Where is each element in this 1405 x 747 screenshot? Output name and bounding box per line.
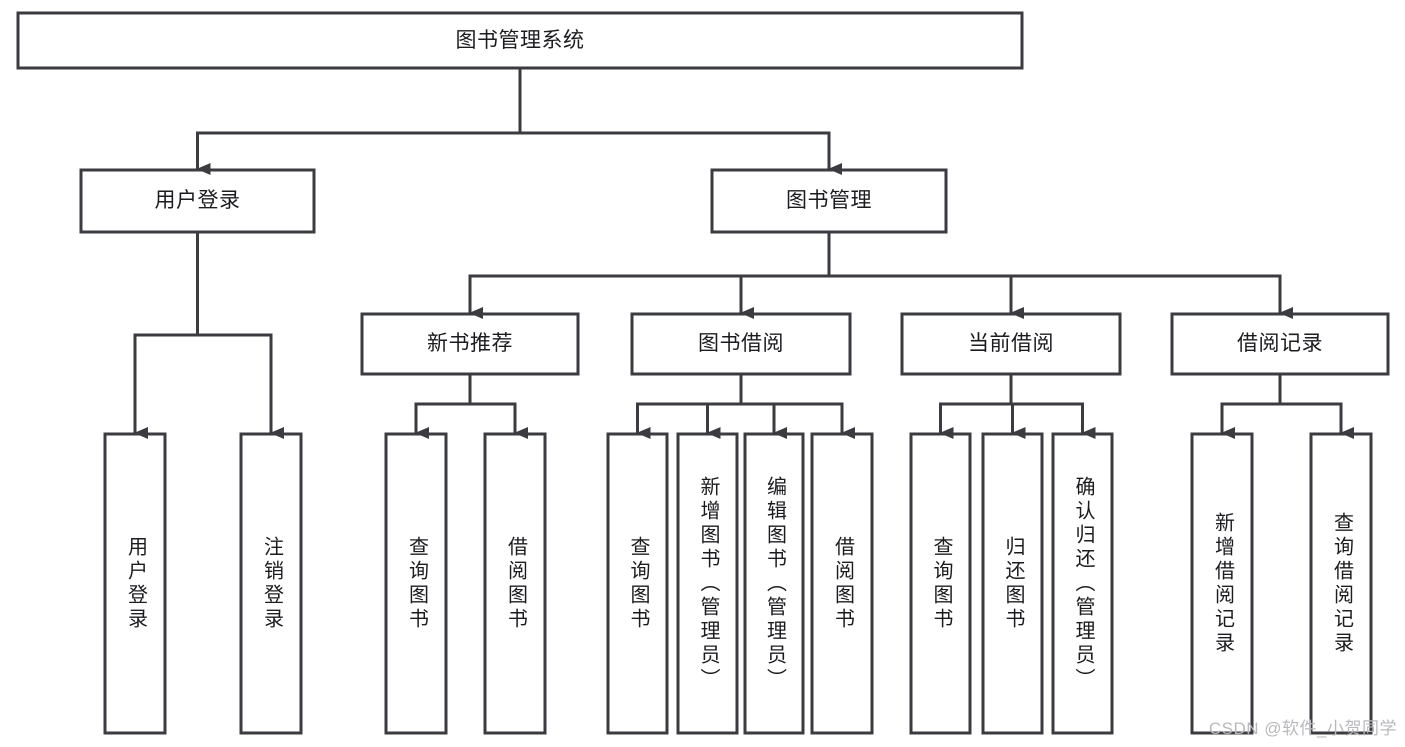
node-box-leaf-edit-book-admin[interactable] xyxy=(743,432,805,735)
node-box-book-borrow[interactable] xyxy=(630,312,852,376)
node-box-borrow-record[interactable] xyxy=(1170,312,1390,376)
node-box-leaf-user-logout[interactable] xyxy=(239,432,303,735)
node-box-user-login[interactable] xyxy=(79,168,316,234)
node-box-current-borrow[interactable] xyxy=(900,312,1122,376)
node-box-leaf-confirm-return-admin[interactable] xyxy=(1051,432,1114,735)
node-box-leaf-query-borrow-record[interactable] xyxy=(1309,432,1373,735)
watermark-text: CSDN @软件_小贺同学 xyxy=(1208,719,1397,738)
node-box-leaf-query-book-borrow[interactable] xyxy=(606,432,669,735)
node-box-leaf-add-book-admin[interactable] xyxy=(676,432,739,735)
connector-edges-layer xyxy=(133,66,1354,439)
node-box-root[interactable] xyxy=(16,11,1024,70)
node-box-new-book-recommend[interactable] xyxy=(360,312,580,376)
node-box-leaf-query-book-rec[interactable] xyxy=(384,432,448,735)
node-box-leaf-query-book-current[interactable] xyxy=(909,432,972,735)
node-box-leaf-return-book[interactable] xyxy=(981,432,1044,735)
node-box-leaf-user-login[interactable] xyxy=(103,432,167,735)
node-box-leaf-add-borrow-record[interactable] xyxy=(1190,432,1254,735)
node-boxes-layer xyxy=(16,11,1390,735)
node-box-book-manage[interactable] xyxy=(710,168,948,234)
node-box-leaf-borrow-book[interactable] xyxy=(810,432,874,735)
node-box-leaf-borrow-book-rec[interactable] xyxy=(483,432,547,735)
